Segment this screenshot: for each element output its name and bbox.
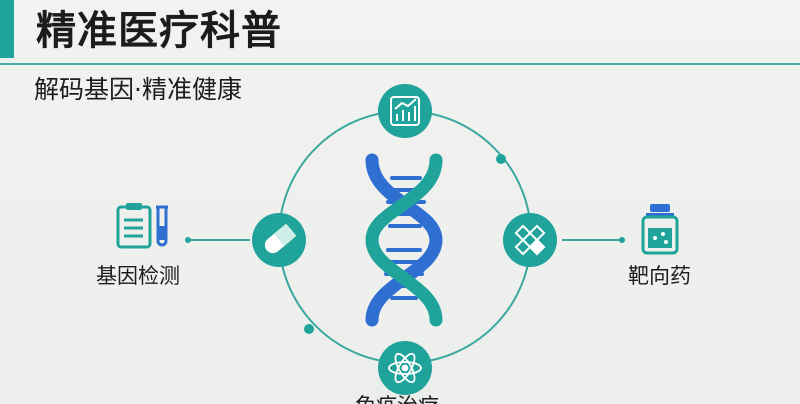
page-subtitle: 解码基因·精准健康 (34, 75, 242, 104)
capsule-icon (264, 223, 297, 254)
atom-icon (388, 352, 422, 384)
node-molecule (503, 213, 557, 267)
node-capsule (252, 213, 306, 267)
label-targeted-drug: 靶向药 (628, 264, 691, 288)
label-gene-testing: 基因检测 (96, 264, 180, 288)
connector-dot (619, 237, 625, 243)
orbit-dot (304, 324, 314, 334)
title-divider (0, 63, 800, 65)
chart-icon (390, 96, 420, 126)
orbit-dot (496, 154, 506, 164)
page-title: 精准医疗科普 (36, 8, 282, 54)
dna-helix-icon (365, 153, 443, 327)
title-accent-bar (0, 0, 14, 58)
node-atom (378, 341, 432, 395)
medicine-bottle-icon (641, 204, 679, 255)
node-chart (378, 84, 432, 138)
molecule-icon (514, 224, 546, 256)
gene-test-icon (116, 203, 168, 249)
label-immunotherapy: 免疫治疗 (355, 392, 439, 404)
orbit-ring (278, 110, 532, 364)
connector-dot (185, 237, 191, 243)
